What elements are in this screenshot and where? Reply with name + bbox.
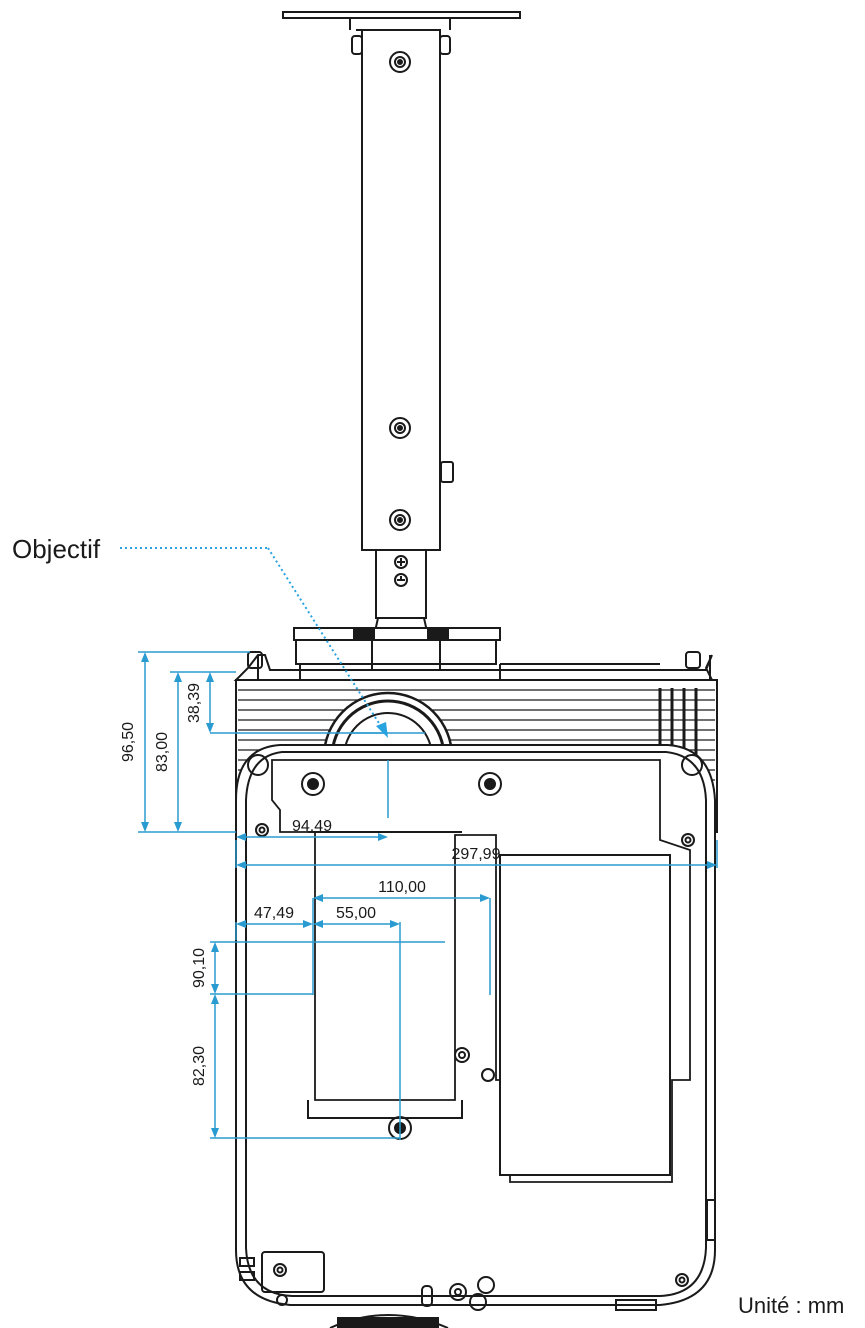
projector-bottom-view <box>235 744 716 1328</box>
lens-leader <box>120 547 383 729</box>
screw-icon <box>273 1263 287 1277</box>
unit-label: Unité : mm <box>738 1293 844 1318</box>
dim-mount-depth-front: 90,10 <box>191 948 208 988</box>
screw-icon <box>675 1273 689 1287</box>
nut-icon <box>389 509 411 531</box>
leader-arrow-icon <box>376 722 388 738</box>
nut-icon <box>389 51 411 73</box>
dim-total-height: 96,50 <box>120 722 137 762</box>
screw-icon <box>255 823 269 837</box>
dim-body-height: 83,00 <box>154 732 171 772</box>
dim-mount-width: 110,00 <box>378 879 426 896</box>
lens-label: Objectif <box>12 534 101 564</box>
screw-icon <box>394 573 408 587</box>
nut-icon <box>389 417 411 439</box>
screw-icon <box>681 833 695 847</box>
dim-mount-offset-left: 47,49 <box>254 905 294 922</box>
dim-mount-depth-rear: 82,30 <box>191 1046 208 1086</box>
mount-hole-icon <box>478 772 502 796</box>
mount-tube-upper <box>361 29 441 551</box>
dim-lens-offset-x: 94,49 <box>292 818 332 835</box>
dim-mount-half-width: 55,00 <box>336 905 376 922</box>
dim-lens-center-height: 38,39 <box>186 683 203 723</box>
dim-total-width: 297,99 <box>452 846 501 863</box>
lamp-cover <box>499 854 671 1176</box>
screw-icon <box>394 555 408 569</box>
ceiling-plate <box>282 11 521 19</box>
dimension-lines <box>138 651 718 1140</box>
screw-icon <box>454 1047 470 1063</box>
ceiling-mount <box>282 11 521 678</box>
mount-hole-icon <box>301 772 325 796</box>
